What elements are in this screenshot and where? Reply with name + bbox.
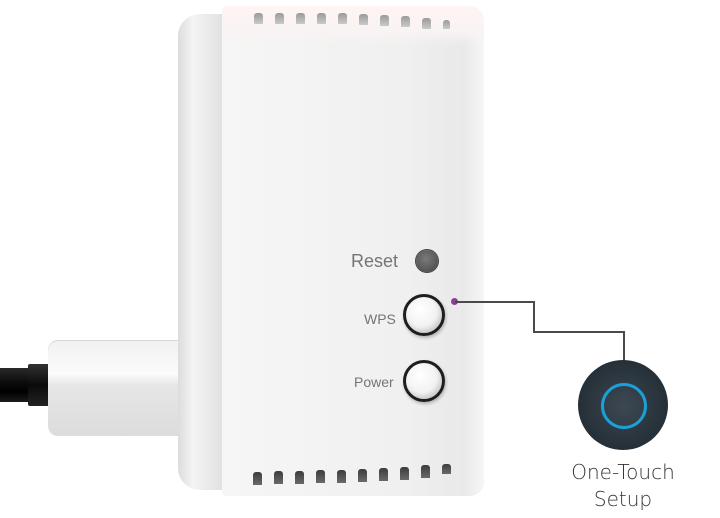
vent-slot — [317, 13, 326, 24]
vent-slot — [421, 465, 430, 478]
vent-slot — [296, 13, 305, 24]
vent-slot — [379, 468, 388, 481]
vent-slot — [295, 471, 304, 484]
vent-slot — [253, 472, 262, 485]
vent-slot — [380, 15, 389, 26]
vent-slot — [316, 470, 325, 483]
vent-slot — [337, 470, 346, 483]
device-top-highlight — [222, 6, 484, 46]
one-touch-ring-icon — [601, 383, 647, 429]
power-plug — [48, 340, 182, 436]
vent-slot — [442, 464, 451, 474]
vent-slot — [359, 14, 368, 25]
callout-line — [533, 301, 535, 332]
vent-slot — [400, 467, 409, 480]
vent-slot — [443, 20, 450, 29]
reset-button[interactable] — [416, 250, 438, 272]
vent-slot — [401, 16, 410, 27]
vent-slot — [274, 471, 283, 484]
device-wall-flange — [178, 14, 228, 490]
wps-button[interactable] — [403, 294, 445, 336]
vent-slot — [422, 18, 431, 29]
power-button[interactable] — [403, 360, 445, 402]
callout-title-line1: One-Touch — [571, 460, 675, 484]
callout-title-line2: Setup — [593, 487, 653, 511]
wps-label: WPS — [364, 311, 396, 327]
reset-label: Reset — [351, 251, 399, 271]
callout-line — [455, 301, 534, 303]
vent-slot — [358, 469, 367, 482]
callout-line — [533, 331, 624, 333]
power-label: Power — [354, 374, 394, 390]
vent-slot — [338, 13, 347, 24]
callout-line — [623, 331, 625, 361]
callout-anchor-dot — [451, 298, 458, 305]
vent-slot — [254, 13, 263, 24]
device-body — [222, 6, 484, 496]
vent-slot — [275, 13, 284, 24]
